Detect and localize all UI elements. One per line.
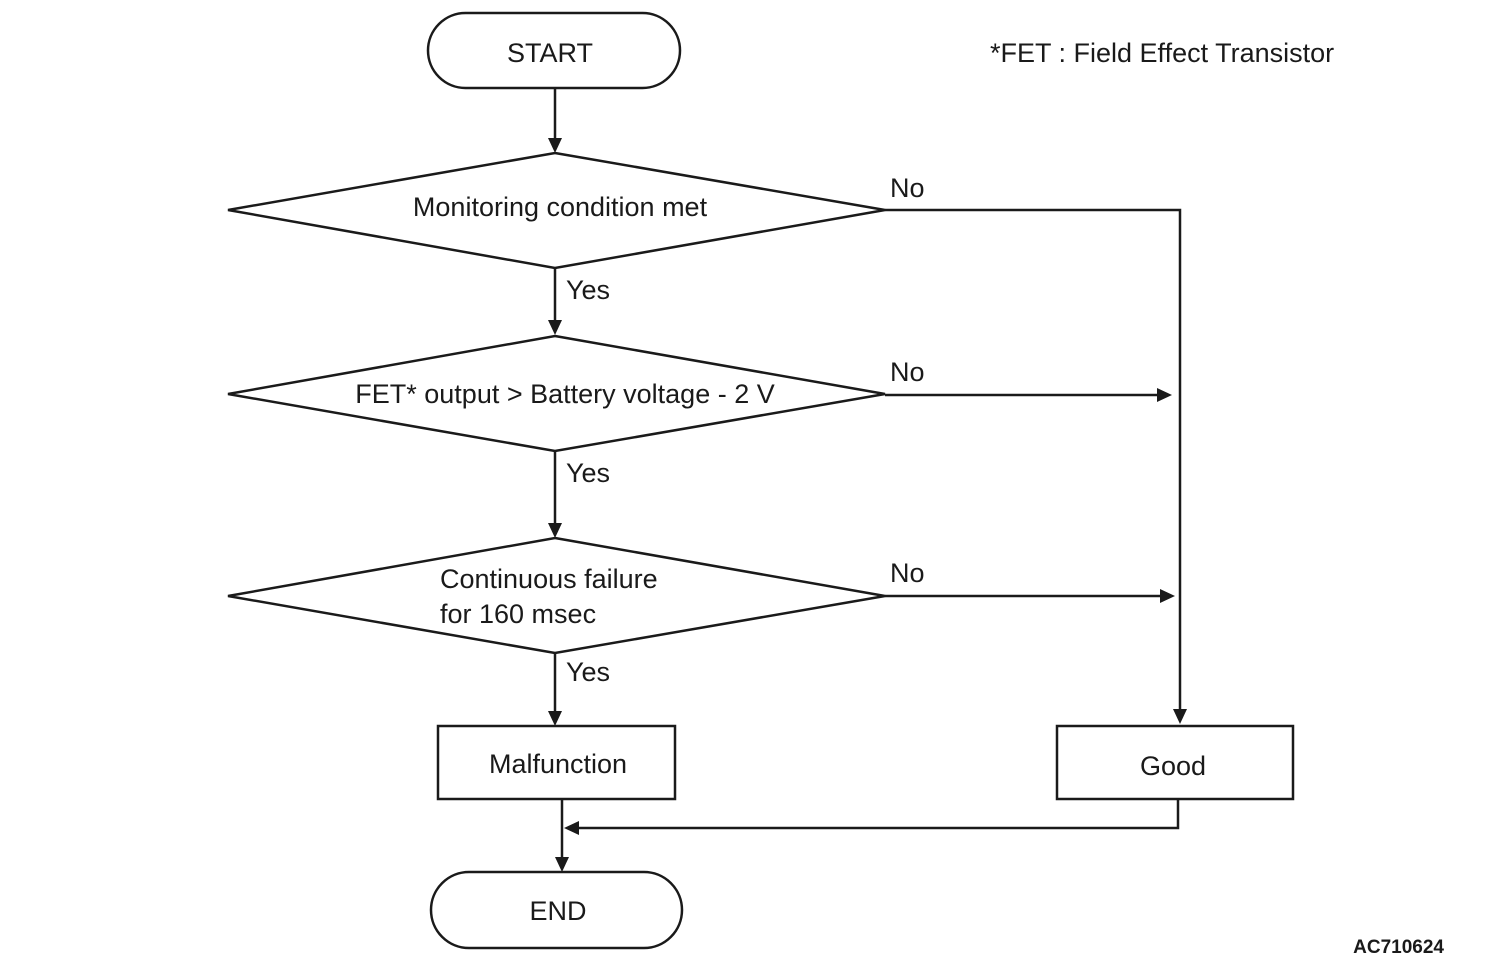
d3-no-label: No (890, 558, 925, 588)
decision-fet-output: FET* output > Battery voltage - 2 V (227, 334, 886, 453)
decision3-label-line2: for 160 msec (440, 599, 596, 629)
connector-start-to-d1 (548, 88, 562, 153)
d1-yes-label: Yes (566, 275, 610, 305)
start-label: START (507, 38, 593, 68)
d1-no-label: No (890, 173, 925, 203)
d3-yes-label: Yes (566, 657, 610, 687)
decision-monitoring-condition: Monitoring condition met (227, 151, 886, 270)
good-process: Good (1055, 724, 1295, 801)
decision1-label: Monitoring condition met (413, 192, 708, 222)
figure-code: AC710624 (1353, 937, 1444, 958)
connector-d2-yes-to-d3 (548, 451, 562, 538)
connector-malfunction-to-end (555, 799, 569, 872)
decision-continuous-failure: Continuous failure for 160 msec (227, 536, 886, 655)
end-terminator: END (429, 870, 684, 950)
connector-d2-no (885, 388, 1172, 402)
connector-d3-no (885, 589, 1175, 603)
malfunction-process: Malfunction (436, 724, 677, 801)
d2-no-label: No (890, 357, 925, 387)
decision2-label: FET* output > Battery voltage - 2 V (355, 379, 774, 409)
connector-good-to-merge (564, 799, 1180, 835)
connector-d1-yes-to-d2 (548, 268, 562, 335)
malfunction-label: Malfunction (489, 749, 627, 779)
d2-yes-label: Yes (566, 458, 610, 488)
connector-d3-yes-to-malfunction (548, 653, 562, 726)
decision3-label-line1: Continuous failure (440, 564, 658, 594)
start-terminator: START (426, 11, 682, 90)
fet-footnote: *FET : Field Effect Transistor (990, 38, 1334, 68)
good-label: Good (1140, 751, 1206, 781)
end-label: END (529, 896, 586, 926)
connector-d1-no-to-good (885, 208, 1187, 724)
